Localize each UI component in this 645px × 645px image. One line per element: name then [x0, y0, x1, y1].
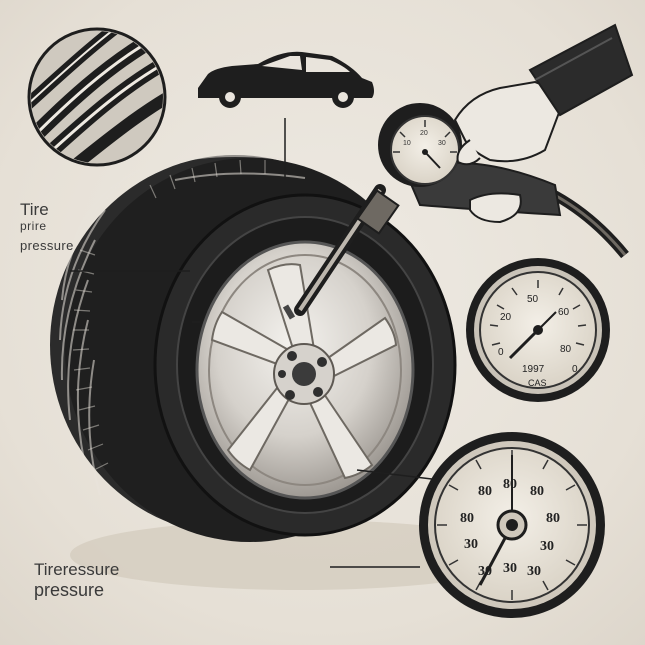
small-gauge-tick-label: 60	[558, 307, 570, 318]
large-gauge-tick-label: 80	[460, 511, 474, 526]
label-pressure: pressure	[20, 238, 74, 253]
small-gauge-tick-label: 1997	[522, 364, 545, 375]
label-tire: Tire	[20, 200, 49, 219]
large-gauge-tick-label: 80	[530, 484, 544, 499]
large-pressure-gauge: 80 80 80 80 80 30 30 30 30 30	[419, 432, 605, 618]
small-gauge-tick-label: 50	[527, 294, 539, 305]
large-gauge-tick-label: 30	[464, 537, 478, 552]
handheld-gauge-tick-label: 30	[438, 140, 446, 147]
small-gauge-tick-label: 0	[498, 347, 504, 358]
ground-shadow	[70, 520, 530, 590]
large-gauge-tick-label: 30	[527, 564, 541, 579]
large-gauge-tick-label: 30	[503, 561, 517, 576]
label-pressure-bottom: pressure	[34, 580, 105, 600]
small-gauge-tick-label: 20	[500, 312, 512, 323]
tread-closeup	[27, 27, 167, 167]
large-gauge-tick-label: 80	[478, 484, 492, 499]
large-gauge-tick-label: 30	[540, 539, 554, 554]
label-prire: prire	[20, 219, 47, 233]
tire	[50, 155, 457, 542]
large-gauge-tick-label: 80	[546, 511, 560, 526]
handheld-gauge: 10 20 30	[294, 23, 634, 316]
handheld-gauge-tick-label: 10	[403, 140, 411, 147]
large-gauge-tick-label: 80	[503, 477, 517, 492]
label-tireressure: Tireressure	[34, 560, 120, 579]
car-icon	[198, 51, 374, 108]
small-pressure-gauge: 0 20 50 60 80 1997 0 CAS	[466, 258, 610, 402]
leader-lines	[70, 118, 441, 568]
handheld-gauge-tick-label: 20	[420, 130, 428, 137]
small-gauge-tick-label: 0	[572, 364, 578, 375]
small-gauge-tick-label: 80	[560, 344, 572, 355]
small-gauge-unit: CAS	[528, 378, 547, 388]
